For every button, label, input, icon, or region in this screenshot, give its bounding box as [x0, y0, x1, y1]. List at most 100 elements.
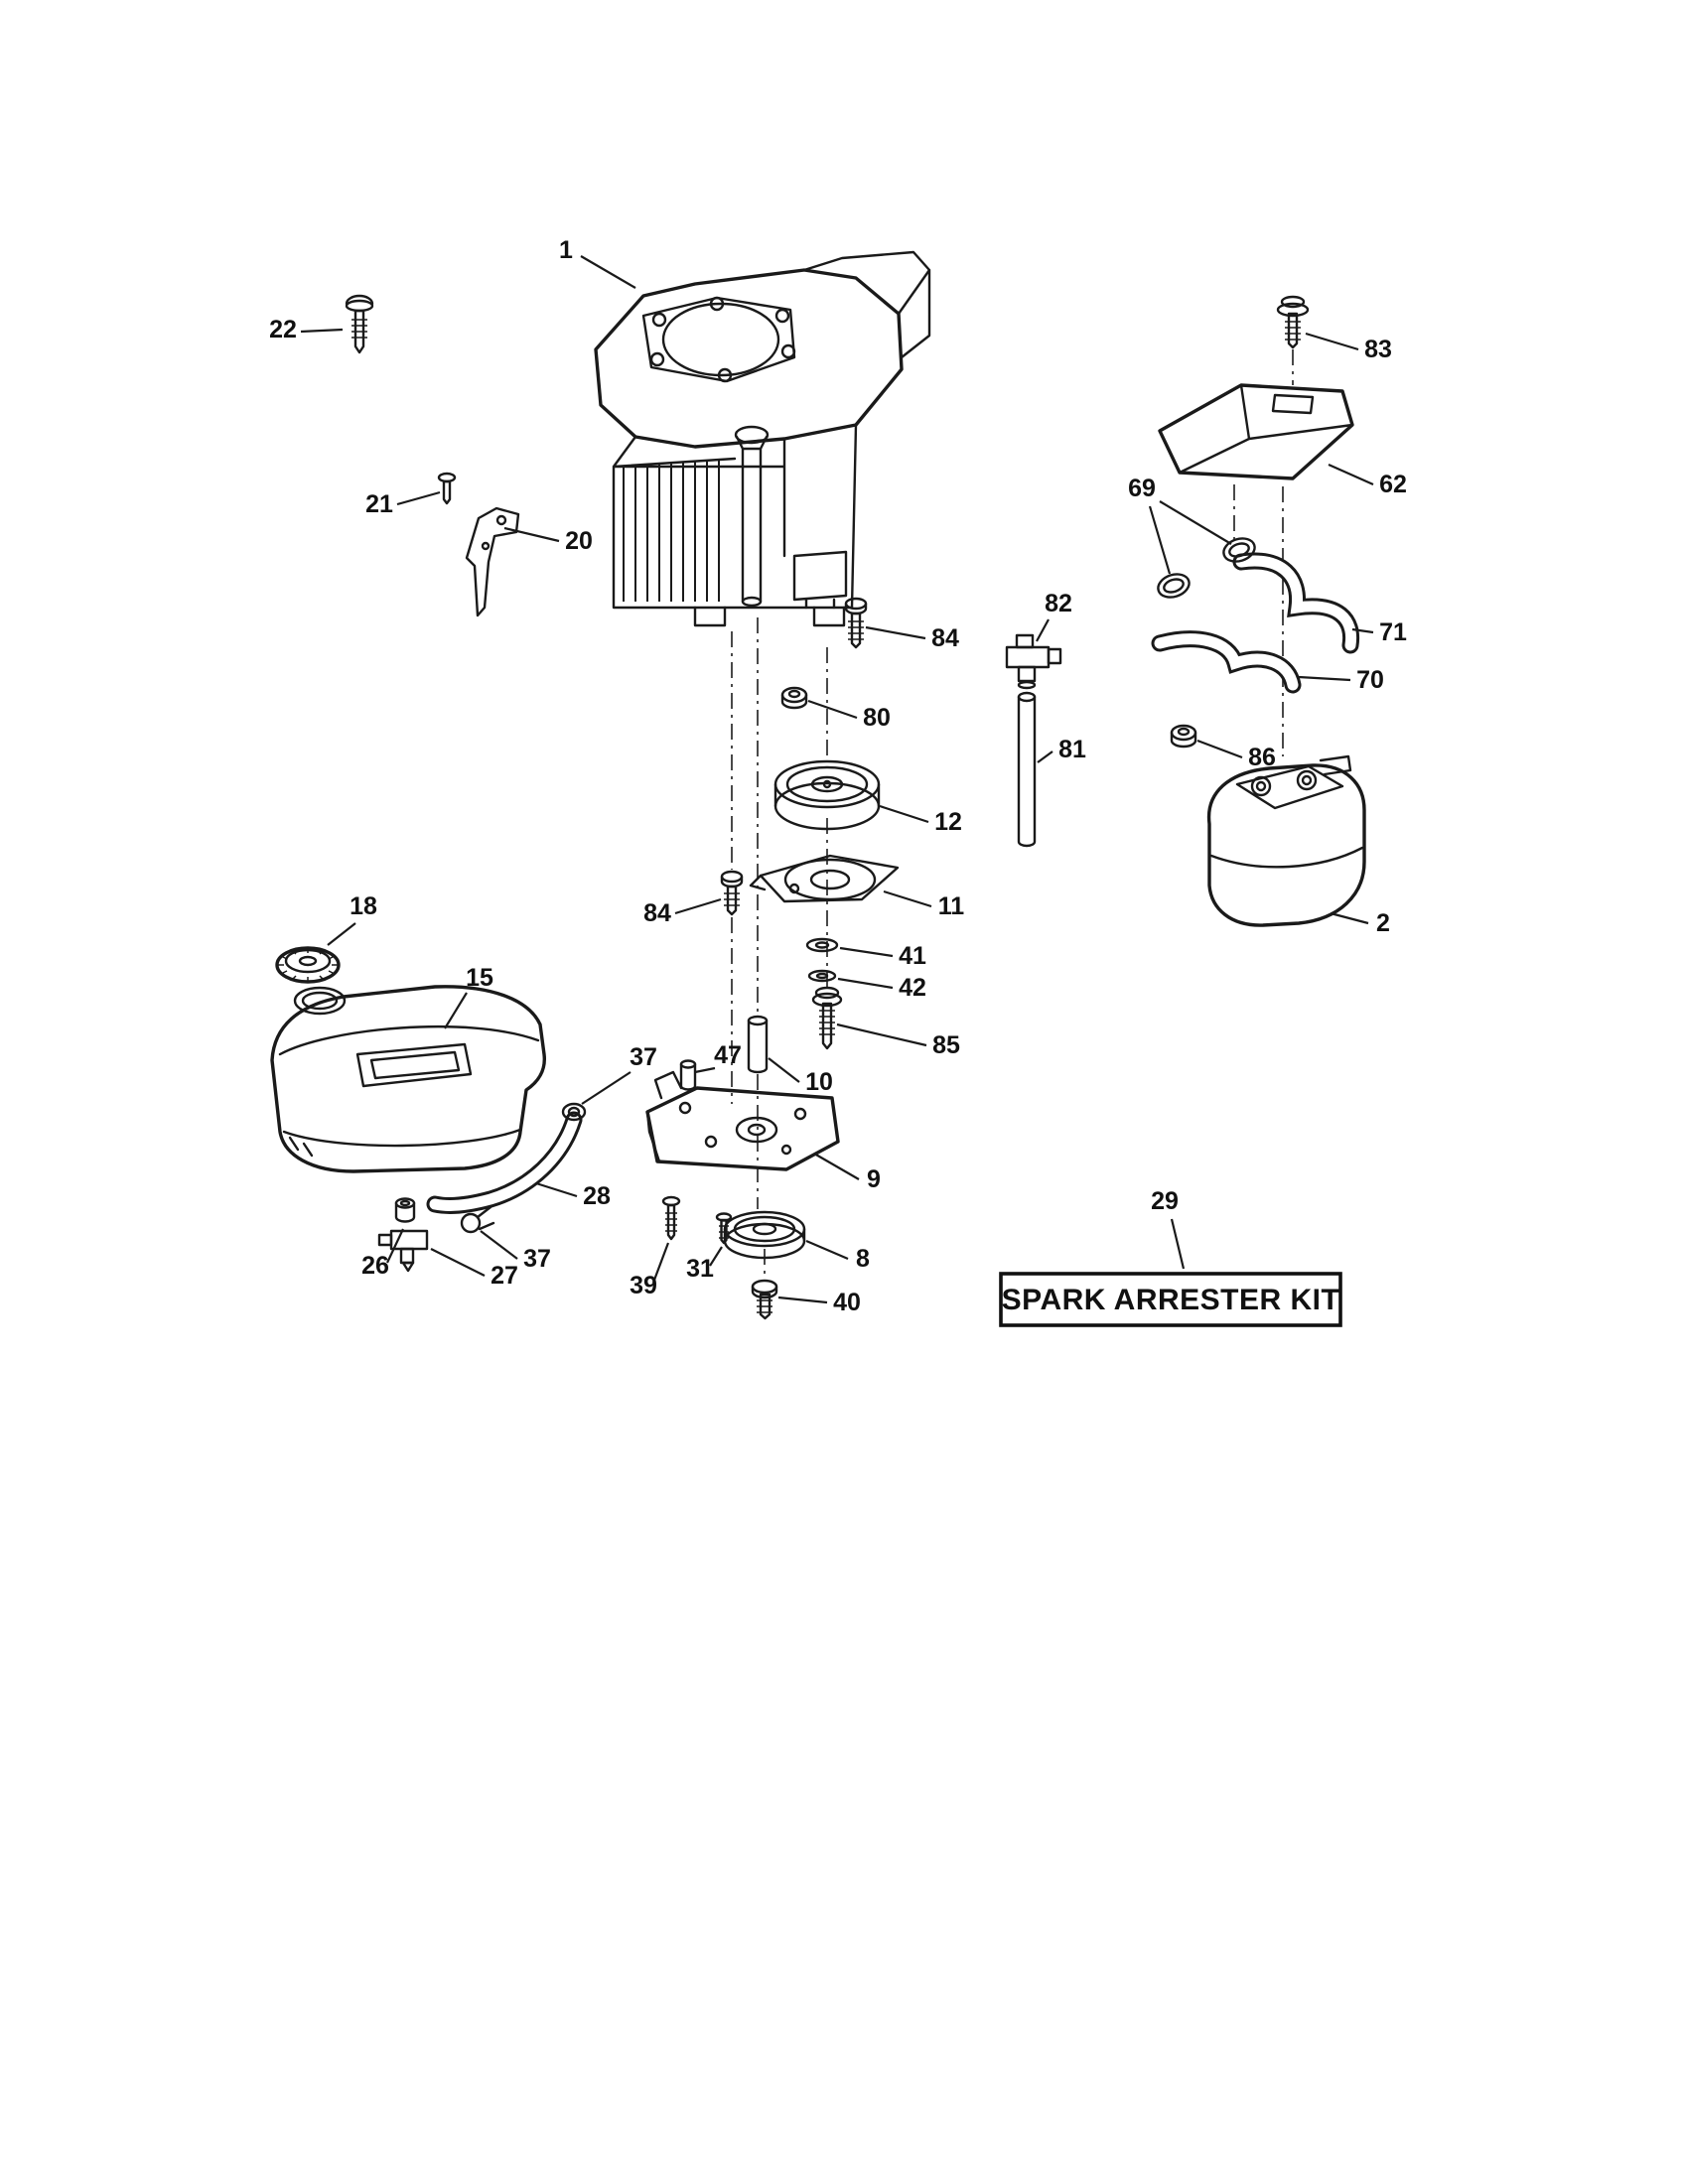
callout-37-lower: 37 [480, 1230, 551, 1273]
callout-label: 29 [1151, 1187, 1179, 1215]
callout-8: 8 [805, 1239, 870, 1273]
callout-label: 86 [1248, 744, 1276, 771]
leader-line [879, 804, 929, 824]
callout-label: 12 [934, 808, 962, 836]
callout-label: 84 [931, 624, 959, 652]
callout-label: 41 [899, 942, 926, 970]
screw-31 [715, 1212, 733, 1245]
leader-line [865, 625, 926, 640]
callout-label: 9 [867, 1165, 881, 1193]
callout-41: 41 [839, 942, 926, 970]
engine [594, 250, 931, 627]
callout-label: 42 [899, 974, 926, 1002]
leader-line [805, 1239, 849, 1261]
callout-2: 2 [1330, 909, 1390, 937]
callout-label: 28 [583, 1182, 611, 1210]
leader-line [1305, 332, 1359, 351]
callout-label: 18 [350, 892, 377, 920]
leader-line [1351, 627, 1374, 634]
nut-86 [1170, 724, 1197, 749]
callout-37-upper: 37 [581, 1043, 657, 1105]
spacer-10 [747, 1015, 769, 1074]
callout-26: 26 [361, 1228, 404, 1280]
callout-40: 40 [777, 1289, 861, 1316]
callout-69: 69 [1128, 475, 1232, 575]
callout-84-left: 84 [643, 897, 722, 927]
drain-fitting [1005, 633, 1062, 690]
callout-20: 20 [503, 526, 593, 555]
callout-9: 9 [813, 1153, 881, 1193]
heat-shield [1158, 383, 1354, 480]
bolt-40 [751, 1279, 778, 1320]
callout-29: 29 [1151, 1187, 1186, 1270]
nut-80 [780, 686, 808, 710]
callout-28: 28 [535, 1181, 611, 1210]
callout-label: 40 [833, 1289, 861, 1316]
muffler [1206, 754, 1366, 927]
callout-21: 21 [365, 490, 441, 518]
callout-label: 81 [1058, 736, 1086, 763]
leader-line [430, 1248, 486, 1277]
leader-line [1196, 739, 1243, 759]
callout-label: 2 [1376, 909, 1390, 937]
washer-41 [805, 937, 839, 953]
callout-label: 80 [863, 704, 891, 732]
grommet-37 [561, 1102, 587, 1122]
callout-label: 84 [643, 899, 671, 927]
clutch [749, 854, 900, 903]
engine-pulley [773, 759, 881, 831]
callout-label: 85 [932, 1031, 960, 1059]
spark-arrester-kit-label: SPARK ARRESTER KIT [1002, 1284, 1340, 1316]
bolt-83 [1276, 295, 1310, 349]
callout-label: 1 [559, 236, 573, 264]
drain-tube [1017, 691, 1037, 848]
callout-1: 1 [559, 236, 636, 289]
callout-label: 27 [491, 1262, 518, 1290]
callout-80: 80 [807, 699, 891, 732]
leader-line [837, 977, 894, 990]
callout-11: 11 [883, 889, 965, 920]
callout-15: 15 [444, 964, 493, 1029]
bolt-85 [811, 986, 843, 1050]
bushing-26 [394, 1197, 416, 1223]
leader-line [768, 1057, 800, 1083]
callout-70: 70 [1298, 666, 1384, 694]
screw-21 [437, 472, 457, 505]
spark-arrester-kit-box: SPARK ARRESTER KIT [999, 1272, 1342, 1327]
spacer-47 [679, 1059, 697, 1091]
callout-label: 70 [1356, 666, 1384, 694]
leader-line [883, 889, 932, 908]
callout-label: 71 [1379, 618, 1407, 646]
callout-10: 10 [768, 1057, 833, 1096]
callout-18: 18 [327, 892, 377, 946]
leader-line [839, 946, 894, 958]
callout-label: 62 [1379, 471, 1407, 498]
leader-line [651, 1242, 670, 1284]
leader-line [444, 992, 468, 1029]
callout-label: 31 [686, 1255, 714, 1283]
callout-label: 37 [523, 1245, 551, 1273]
bolt-84-left [720, 870, 744, 916]
leader-line [1159, 500, 1232, 545]
leader-line [480, 1230, 518, 1260]
bolt-84-right [844, 597, 868, 649]
callout-85: 85 [836, 1023, 960, 1059]
callout-label: 8 [856, 1245, 870, 1273]
leader-line [1170, 1218, 1186, 1270]
leader-line [503, 526, 560, 543]
callout-47: 47 [694, 1041, 742, 1074]
exhaust-clamps [1157, 537, 1256, 599]
dipstick-tube [734, 425, 770, 608]
leader-line [535, 1181, 578, 1198]
leader-line [694, 1066, 716, 1074]
screw-39 [661, 1195, 681, 1241]
leader-line [396, 490, 441, 506]
exhaust-pipe-lower [1151, 630, 1302, 694]
fuel-cap [275, 946, 341, 984]
leader-line [581, 1071, 632, 1105]
callout-label: 82 [1045, 590, 1072, 617]
leader-line [813, 1153, 860, 1180]
callout-62: 62 [1328, 463, 1407, 498]
callout-label: 11 [938, 892, 965, 920]
